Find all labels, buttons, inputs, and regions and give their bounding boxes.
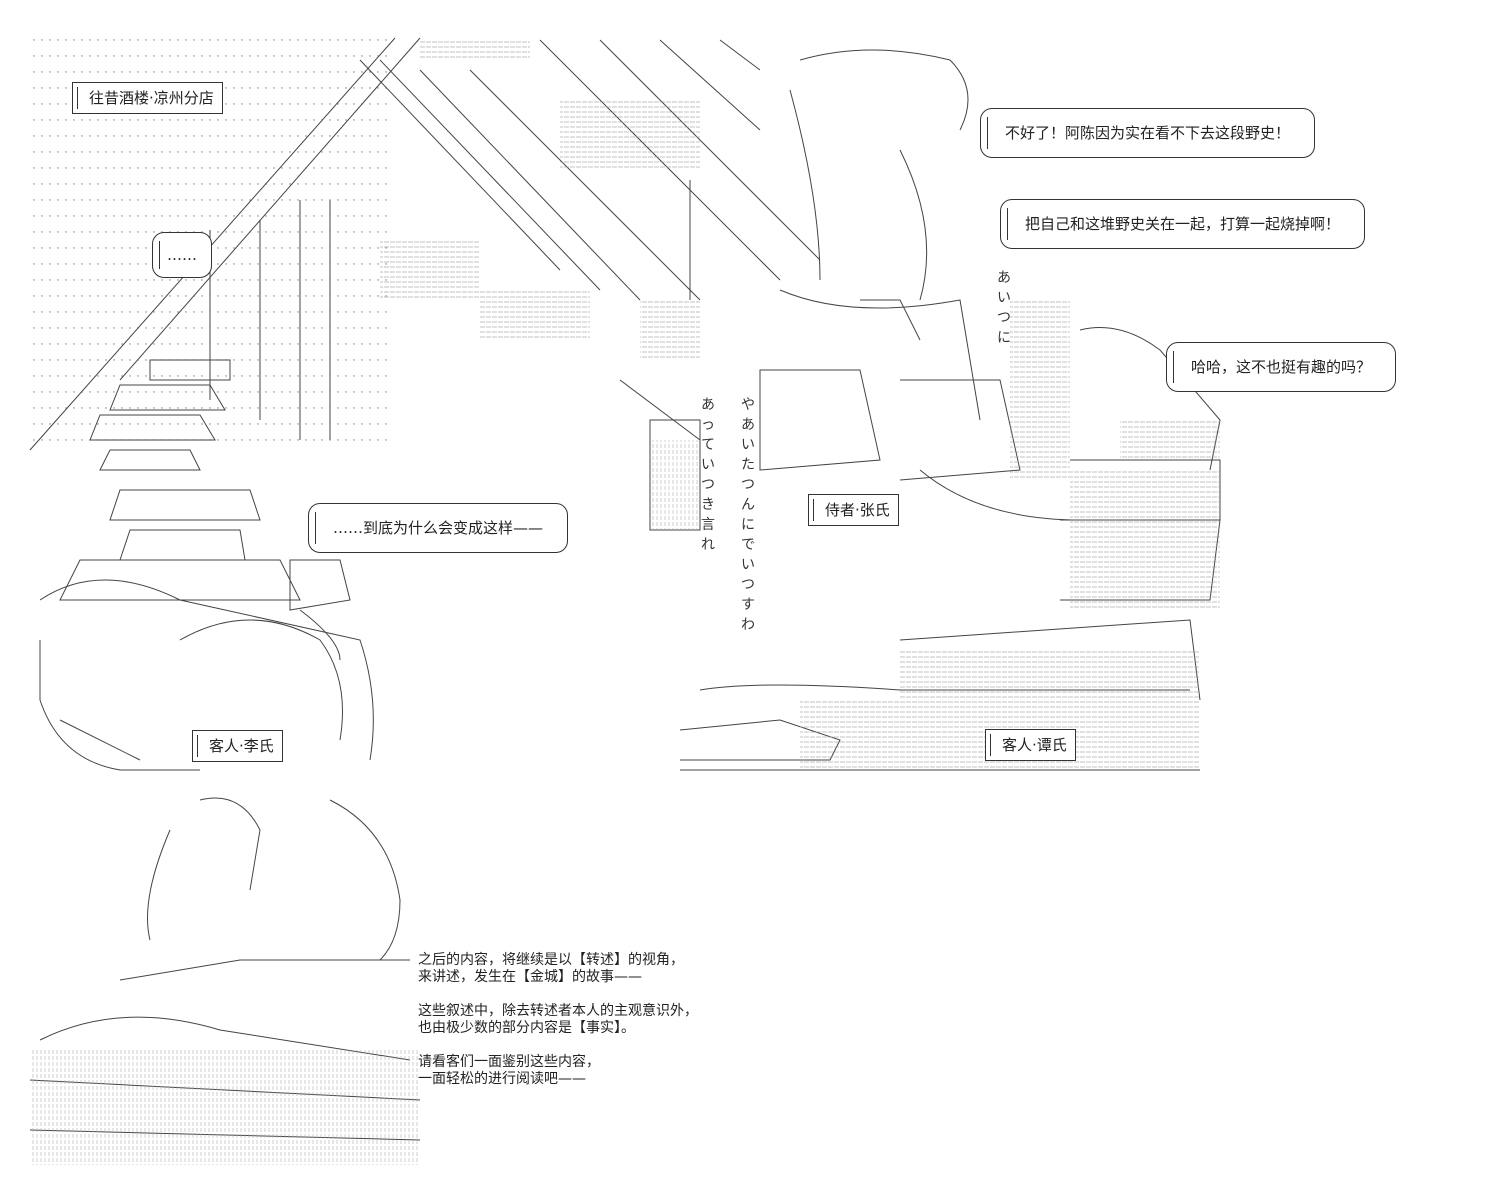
narration-line: 也由极少数的部分内容是【事实】。: [418, 1020, 635, 1036]
narration-paragraph: 之后的内容，将继续是以【转述】的视角， 来讲述，发生在【金城】的故事——: [418, 952, 748, 986]
tavern-structure-lines: [29, 37, 821, 451]
speech-bubble-zhang-2: 把自己和这堆野史关在一起，打算一起烧掉啊！: [1000, 199, 1366, 249]
speech-bubble-ellipsis: ……: [152, 232, 212, 278]
location-label: 往昔酒楼·凉州分店: [72, 82, 223, 114]
guest-li-figure: [39, 559, 374, 771]
character-label-zhang: 侍者·张氏: [808, 494, 899, 526]
narration-paragraph: 请看客们一面鉴别这些内容， 一面轻松的进行阅读吧——: [418, 1054, 748, 1088]
speech-bubble-li: ……到底为什么会变成这样——: [308, 503, 569, 553]
narration-paragraph: 这些叙述中，除去转述者本人的主观意识外， 也由极少数的部分内容是【事实】。: [418, 1003, 748, 1037]
texture-block: [1070, 470, 1220, 610]
narration-line: 来讲述，发生在【金城】的故事——: [418, 969, 642, 985]
art-text-column: あっていつき言れ: [701, 397, 715, 553]
texture-block: [30, 1050, 420, 1165]
texture-block: [650, 440, 700, 530]
texture-block: [1010, 300, 1070, 480]
art-text-column: やあいたつんにでいつすわ: [741, 397, 755, 633]
texture-block: [800, 700, 900, 770]
character-label-tan: 客人·谭氏: [985, 729, 1076, 761]
speech-bubble-zhang-1: 不好了！阿陈因为实在看不下去这段野史！: [980, 108, 1316, 158]
texture-block: [1120, 420, 1220, 460]
speech-bubble-tan: 哈哈，这不也挺有趣的吗？: [1166, 342, 1397, 392]
narration-line: 一面轻松的进行阅读吧——: [418, 1071, 586, 1087]
structure-texture: [380, 40, 700, 360]
narration-line: 这些叙述中，除去转述者本人的主观意识外，: [418, 1003, 698, 1019]
character-label-li: 客人·李氏: [192, 730, 283, 762]
narration-line: 请看客们一面鉴别这些内容，: [418, 1054, 600, 1070]
narration-text: 之后的内容，将继续是以【转述】的视角， 来讲述，发生在【金城】的故事—— 这些叙…: [418, 952, 748, 1105]
art-text-column: あいつに: [997, 270, 1011, 346]
narration-line: 之后的内容，将继续是以【转述】的视角，: [418, 952, 684, 968]
